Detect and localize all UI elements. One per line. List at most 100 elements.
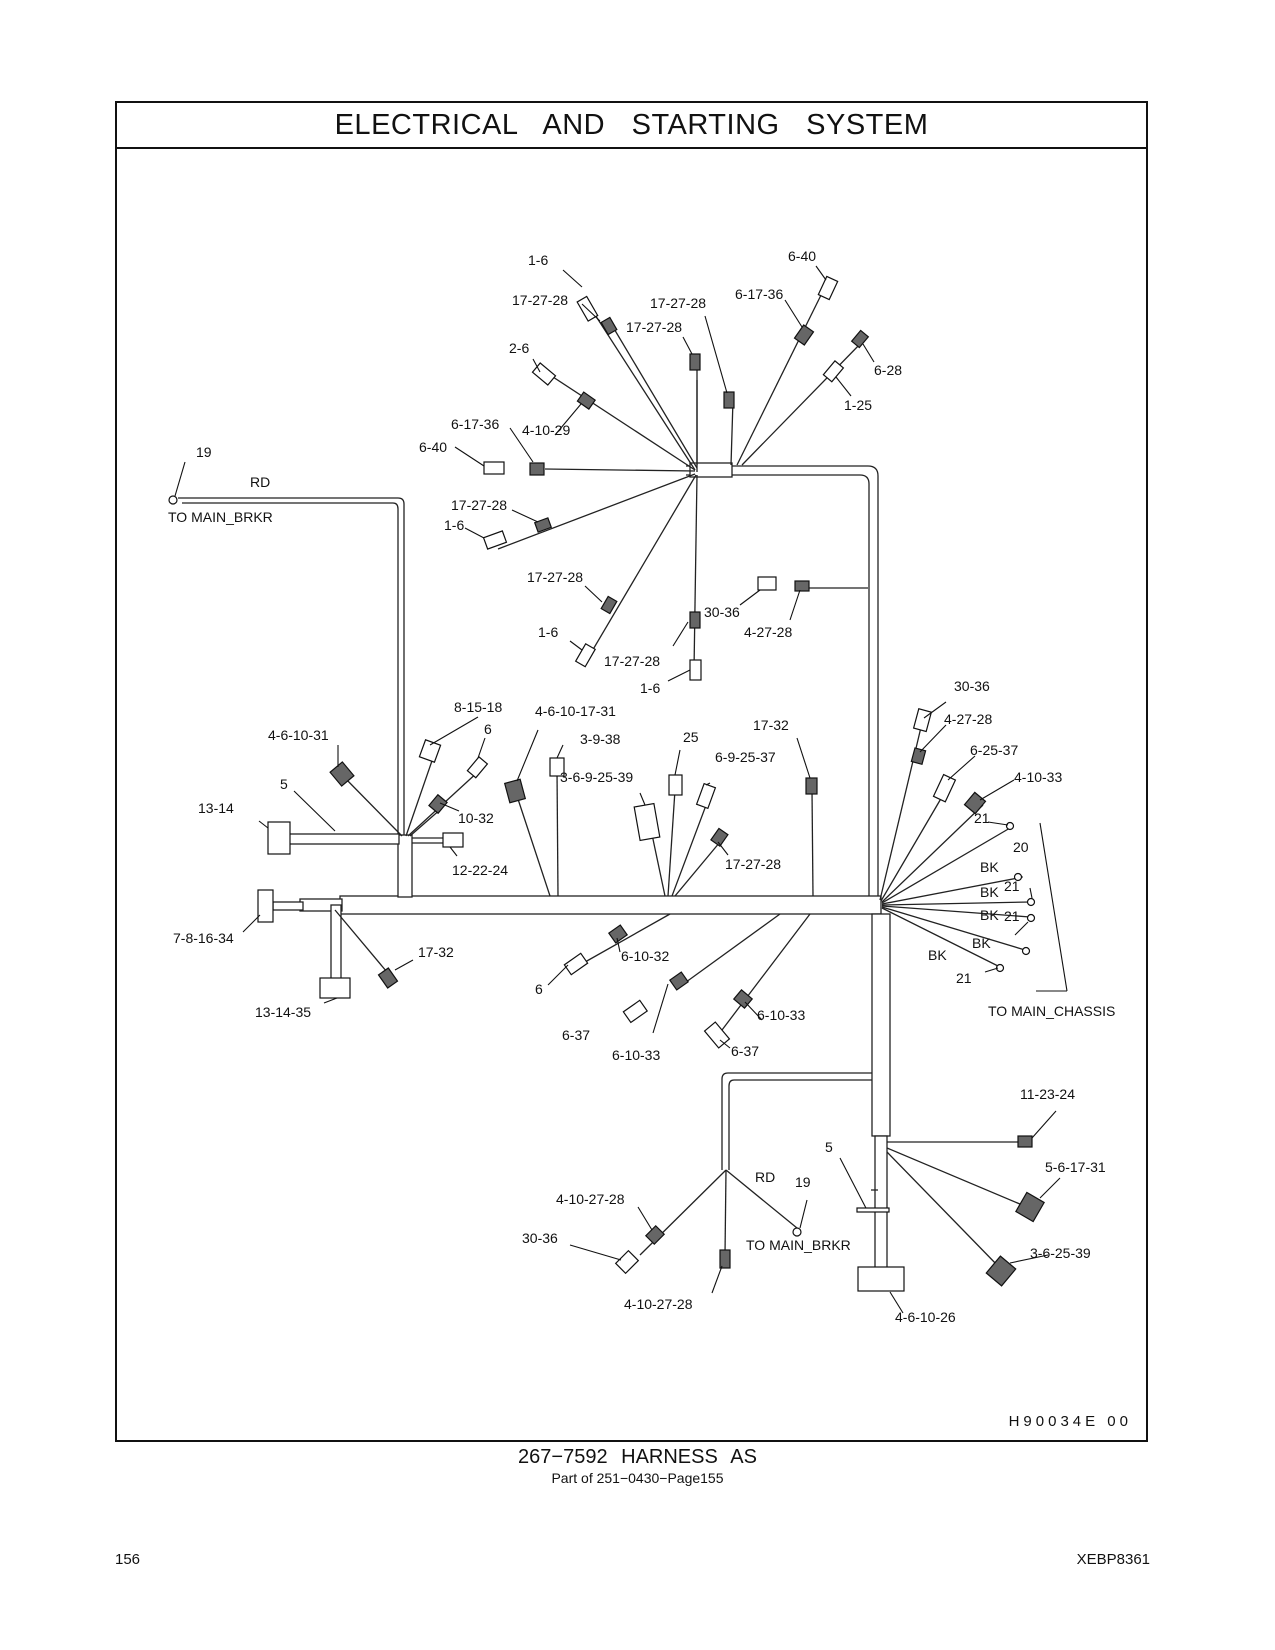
callout-label: 17-27-28 (604, 653, 660, 669)
callout-label: 6-40 (419, 439, 447, 455)
callout-label: 6-37 (562, 1027, 590, 1043)
center-fan-wires (514, 769, 814, 1031)
connector-4-6-10-26 (857, 1266, 905, 1292)
connector-12-22-24 (442, 832, 464, 848)
connector-5-6-17-31 (1015, 1191, 1045, 1223)
callout-label: 6-25-37 (970, 742, 1018, 758)
connector-17-27-28-f (689, 611, 701, 629)
callout-label: 17-32 (753, 717, 789, 733)
callout-label: 4-10-27-28 (624, 1296, 693, 1312)
connector-4-10-27-28-b (719, 1249, 731, 1269)
main-breaker-wire (178, 497, 405, 835)
lower-left-branch (721, 1072, 872, 1170)
connector-6-10-32 (607, 924, 629, 944)
connector-7-8-16-34 (257, 889, 274, 923)
callout-label: 21 (1004, 908, 1020, 924)
callout-label: 17-27-28 (725, 856, 781, 872)
callout-label: 13-14 (198, 800, 234, 816)
callout-label: 4-6-10-31 (268, 727, 329, 743)
callout-label: 5-6-17-31 (1045, 1159, 1106, 1175)
callout-label: 10-32 (458, 810, 494, 826)
callout-label: 6-10-33 (757, 1007, 805, 1023)
callout-label: 7-8-16-34 (173, 930, 234, 946)
connector-30-36-upper (757, 576, 777, 591)
callout-label: BK (980, 884, 999, 900)
callout-label: TO MAIN_BRKR (746, 1237, 851, 1253)
page-number: 156 (115, 1551, 141, 1568)
ring-terminal-19-lower (792, 1227, 802, 1237)
harness-wires (178, 462, 891, 1283)
callout-label: 17-27-28 (626, 319, 682, 335)
connector-25 (668, 774, 683, 796)
callout-label: BK (972, 935, 991, 951)
callout-label: 3-6-9-25-39 (560, 769, 633, 785)
callout-label: BK (980, 859, 999, 875)
right-fan-wires (879, 722, 1031, 968)
callout-label: RD (250, 474, 270, 490)
callout-label: 21 (956, 970, 972, 986)
ring-terminal-20 (1013, 872, 1023, 882)
ring-terminal-21-c (1026, 913, 1036, 923)
callout-label: 19 (196, 444, 212, 460)
callout-label: 4-27-28 (944, 711, 992, 727)
connector-17-27-28-b (689, 353, 701, 371)
callout-label: 30-36 (954, 678, 990, 694)
callout-label: 4-10-27-28 (556, 1191, 625, 1207)
connector-4-10-27-28-a (644, 1224, 666, 1246)
connector-30-36-lower (614, 1249, 640, 1275)
callout-label: 1-25 (844, 397, 872, 413)
connector-6-10-33-b (732, 989, 754, 1009)
callout-leaders (174, 265, 1068, 1314)
ring-terminal-21-b (1026, 897, 1036, 907)
upper-trunk (686, 465, 879, 896)
callout-label: 12-22-24 (452, 862, 508, 878)
callout-label: 5 (825, 1139, 833, 1155)
connector-4-10-29 (576, 391, 597, 410)
connector-6-10-33-a (668, 971, 690, 991)
connector-6-40-top (817, 275, 839, 301)
page-title: ELECTRICAL AND STARTING SYSTEM (334, 108, 929, 141)
callout-label: 13-14-35 (255, 1004, 311, 1020)
connector-6-17-36-a (793, 324, 815, 346)
callout-label: 6-10-32 (621, 948, 669, 964)
connector-17-27-28-a (600, 316, 618, 336)
connector-4-27-28-right (910, 747, 927, 766)
callout-label: BK (928, 947, 947, 963)
caption-title: 267−7592 HARNESS AS (518, 1446, 757, 1468)
callout-label: 20 (1013, 839, 1029, 855)
upper-fan-wires (497, 284, 868, 671)
connector-13-14-35 (319, 977, 351, 999)
connector-1-25 (822, 360, 845, 383)
connector-11-23-24 (1017, 1135, 1033, 1148)
connector-6-17-36-b (529, 462, 545, 476)
connector-4-27-28-upper (794, 580, 810, 592)
connector-17-27-28-c (723, 391, 735, 409)
callout-label: 3-9-38 (580, 731, 621, 747)
callout-label: TO MAIN_BRKR (168, 509, 273, 525)
callout-label: 6-37 (731, 1043, 759, 1059)
callout-label: 19 (795, 1174, 811, 1190)
connector-17-27-28-d (533, 517, 553, 533)
connector-1-6-low-a (574, 643, 597, 668)
connector-6-9-25-37 (695, 782, 717, 810)
callout-label: 1-6 (640, 680, 660, 696)
callout-label: 30-36 (522, 1230, 558, 1246)
callout-label: 8-15-18 (454, 699, 502, 715)
connector-6-25-37 (932, 773, 957, 803)
callout-label: 4-6-10-26 (895, 1309, 956, 1325)
lower-fan-wires (639, 1141, 1028, 1269)
callout-label: 11-23-24 (1020, 1086, 1075, 1102)
callout-label: 6-40 (788, 248, 816, 264)
callout-label: 1-6 (528, 252, 548, 268)
connector-17-32-center (805, 777, 818, 795)
callout-label: 17-32 (418, 944, 454, 960)
connector-4-6-10-17-31 (503, 778, 527, 804)
callout-label: 17-27-28 (650, 295, 706, 311)
title-bar: ELECTRICAL AND STARTING SYSTEM (117, 103, 1146, 149)
callout-label: 2-6 (509, 340, 529, 356)
ring-terminal-bk (1021, 946, 1031, 956)
callout-label: 6-10-33 (612, 1047, 660, 1063)
connector-10-32 (428, 793, 448, 815)
callout-label: 17-27-28 (512, 292, 568, 308)
callout-label: 4-10-29 (522, 422, 570, 438)
